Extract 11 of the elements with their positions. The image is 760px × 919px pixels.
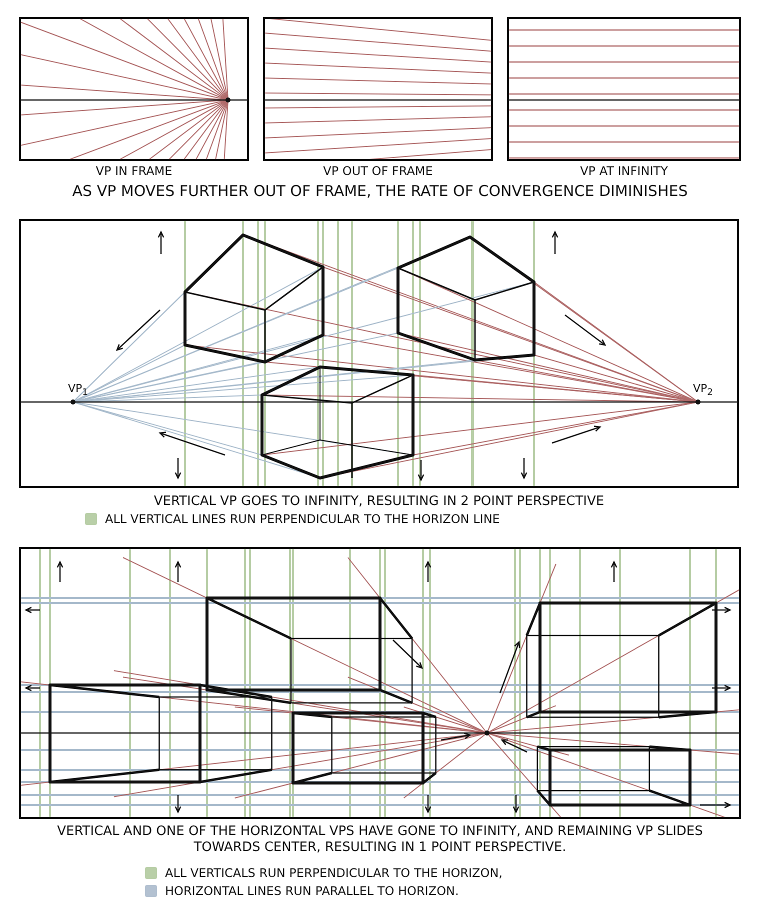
panel-caption: VP OUT OF FRAME bbox=[322, 164, 434, 179]
caption-text: AS VP MOVES FURTHER OUT OF FRAME, THE RATE OF CONVERGENCE DIMINISHES bbox=[71, 182, 689, 201]
caption-text: VERTICAL VP GOES TO INFINITY, RESULTING IN 2 POINT PERSPECTIVE bbox=[152, 494, 606, 510]
legend-text: ALL VERTICAL LINES RUN PERPENDICULAR TO THE HORIZON LINE bbox=[105, 512, 500, 526]
legend-text: ALL VERTICALS RUN PERPENDICULAR TO THE HORIZON, bbox=[165, 866, 502, 880]
vanishing-point-label: VP$_{1}$ bbox=[67, 382, 89, 399]
panel-caption: VP AT INFINITY bbox=[579, 164, 669, 179]
caption-text: VERTICAL AND ONE OF THE HORIZONTAL VPS HAVE GONE TO INFINITY, AND REMAINING VP SLIDES TOWARDS CENTER, RESULTING IN 1 POINT PERSPECTIVE. bbox=[56, 824, 704, 856]
vanishing-point-label: VP$_{2}$ bbox=[692, 382, 714, 399]
legend-text: HORIZONTAL LINES RUN PARALLEL TO HORIZON. bbox=[165, 884, 459, 898]
panel-caption: VP IN FRAME bbox=[94, 164, 174, 179]
